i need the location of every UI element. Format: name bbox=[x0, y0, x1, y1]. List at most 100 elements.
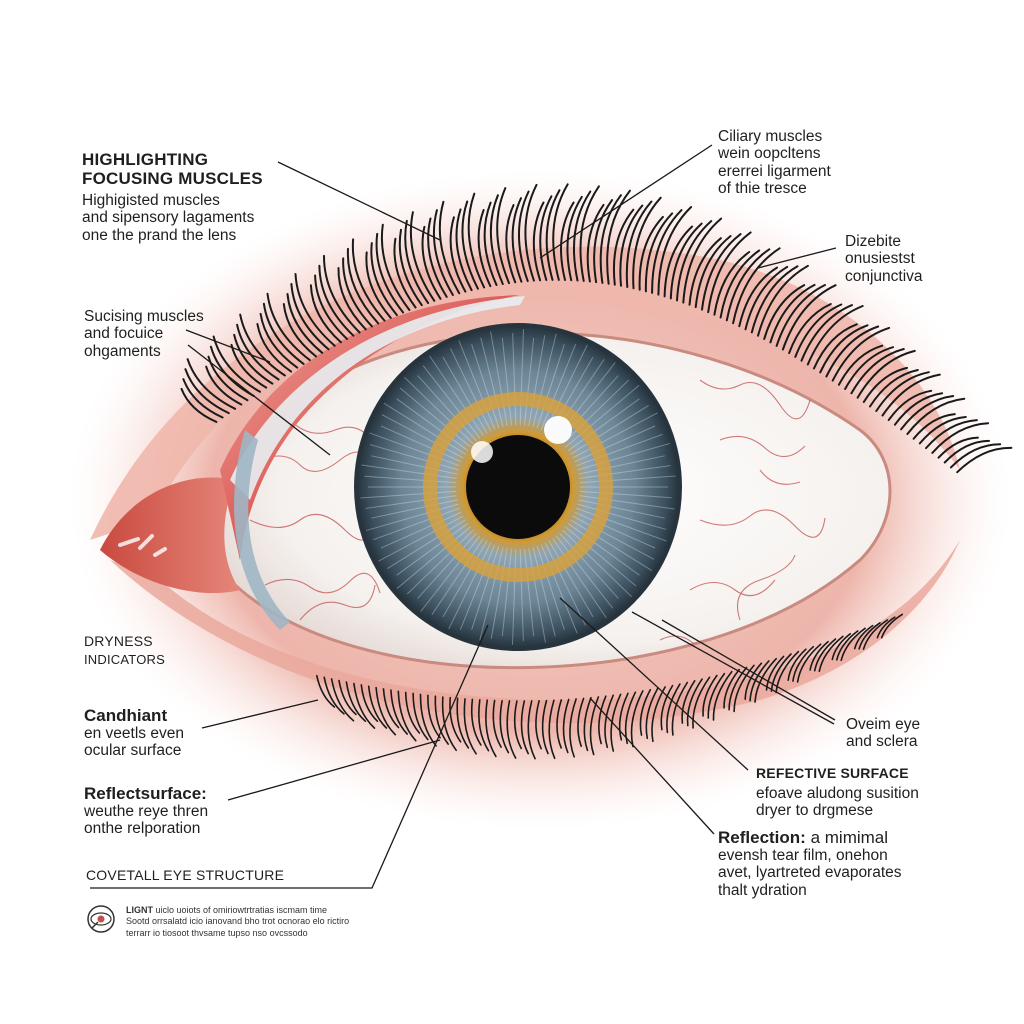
upper-lash bbox=[900, 395, 955, 431]
lower-lash bbox=[723, 668, 740, 709]
upper-lash bbox=[186, 358, 237, 410]
lower-lash bbox=[390, 689, 408, 735]
iris-fiber bbox=[380, 425, 462, 463]
upper-lash bbox=[856, 349, 916, 399]
iris-fiber bbox=[371, 455, 458, 475]
upper-lash bbox=[875, 371, 930, 412]
iris-fiber bbox=[532, 547, 556, 637]
iris-golden-ring bbox=[423, 392, 613, 582]
label-reflection: Reflection: a mimimal evensh tear film, … bbox=[718, 828, 902, 899]
lower-lash bbox=[463, 698, 477, 755]
iris-fiber bbox=[555, 535, 614, 609]
iris-fiber bbox=[540, 544, 578, 634]
lower-lash bbox=[796, 643, 822, 683]
label-dryness: DRYNESS INDICATORS bbox=[84, 633, 165, 667]
lower-lash bbox=[754, 657, 777, 703]
lower-lash bbox=[840, 627, 866, 662]
iris-fiber bbox=[562, 529, 633, 598]
iris-fiber bbox=[562, 379, 630, 445]
upper-lash bbox=[893, 392, 944, 426]
eye-logo-icon bbox=[87, 905, 115, 933]
upper-eyelid bbox=[90, 246, 960, 540]
lower-lash bbox=[775, 650, 800, 694]
lower-lash bbox=[360, 684, 379, 722]
upper-lash bbox=[239, 313, 286, 377]
leader-reflect bbox=[227, 739, 441, 801]
iris-fiber bbox=[396, 523, 469, 576]
footer-line-3: terrarr io tiosoot thvsame tupso nso ovc… bbox=[126, 927, 308, 938]
iris-fiber bbox=[572, 412, 658, 459]
upper-lash bbox=[619, 204, 644, 287]
lower-lash bbox=[624, 691, 637, 745]
candhiant-line-2: en veetls even bbox=[84, 725, 184, 743]
lower-lash bbox=[707, 672, 726, 719]
upper-lash bbox=[467, 192, 486, 289]
upper-lash bbox=[632, 196, 662, 290]
upper-lash bbox=[432, 209, 454, 296]
refective-body-2: dryer to drgmese bbox=[756, 802, 874, 820]
upper-lash bbox=[912, 413, 956, 440]
lens-edge bbox=[234, 430, 290, 630]
iris-fiber bbox=[380, 511, 462, 549]
upper-lash bbox=[449, 216, 467, 293]
iris-fiber bbox=[523, 337, 535, 426]
leader-overall bbox=[90, 624, 489, 889]
lower-lash bbox=[818, 635, 844, 673]
lower-lash bbox=[562, 698, 570, 754]
lower-lash bbox=[449, 696, 462, 743]
iris-fiber bbox=[450, 348, 492, 432]
upper-lash bbox=[800, 304, 853, 362]
upper-lash bbox=[831, 326, 891, 382]
upper-lash bbox=[233, 333, 274, 385]
upper-lash bbox=[813, 323, 858, 370]
iris-fiber bbox=[490, 331, 508, 427]
highlight-heading-1: HIGHLIGHTING bbox=[82, 150, 209, 169]
upper-lash bbox=[421, 225, 442, 300]
upper-lash bbox=[638, 215, 664, 291]
lower-lash bbox=[681, 680, 696, 724]
upper-lash bbox=[931, 422, 990, 454]
upper-lash bbox=[644, 212, 674, 293]
highlight-body-2: and sipensory lagaments bbox=[82, 209, 255, 227]
lower-lash bbox=[604, 694, 614, 749]
upper-lash bbox=[398, 228, 423, 307]
upper-lash bbox=[850, 348, 905, 395]
lower-lash bbox=[813, 638, 837, 672]
upper-lash bbox=[212, 335, 261, 393]
leader-lines bbox=[90, 144, 837, 889]
iris-fiber bbox=[471, 344, 500, 429]
lower-lash bbox=[397, 690, 417, 742]
iris-fiber bbox=[365, 503, 459, 532]
iris-fiber bbox=[364, 475, 457, 484]
upper-lash bbox=[309, 284, 342, 344]
iris-fiber bbox=[399, 387, 471, 448]
upper-lash bbox=[483, 201, 498, 286]
lower-eyelashes bbox=[316, 613, 903, 760]
upper-lash bbox=[259, 312, 299, 369]
upper-lash bbox=[781, 284, 837, 351]
upper-lash bbox=[837, 344, 884, 386]
iris-fiber bbox=[369, 432, 460, 467]
iris-fiber bbox=[501, 337, 513, 426]
iris-fiber bbox=[420, 535, 481, 612]
upper-lash bbox=[775, 284, 826, 347]
iris-fiber bbox=[528, 335, 546, 427]
iris-fiber bbox=[431, 538, 484, 615]
upper-lash bbox=[738, 266, 778, 328]
lower-lash bbox=[427, 694, 441, 739]
lower-lash bbox=[692, 676, 711, 729]
leader-candhiant bbox=[201, 699, 319, 729]
upper-lash bbox=[351, 238, 386, 322]
lower-lash bbox=[412, 692, 429, 741]
iris-fiber bbox=[512, 333, 517, 426]
upper-lash bbox=[294, 273, 336, 347]
lower-lash bbox=[353, 682, 376, 729]
reflectsurface-line-2: weuthe reye thren bbox=[84, 803, 209, 821]
reflection-heading-rest: a mimimal bbox=[810, 828, 889, 847]
lower-lash bbox=[618, 692, 629, 741]
ovelm-line-1: Oveim eye bbox=[846, 716, 921, 733]
iris-fiber bbox=[458, 340, 496, 430]
upper-lash bbox=[314, 274, 349, 340]
leader-conjunctiva bbox=[757, 247, 837, 269]
iris-fiber bbox=[422, 365, 481, 439]
